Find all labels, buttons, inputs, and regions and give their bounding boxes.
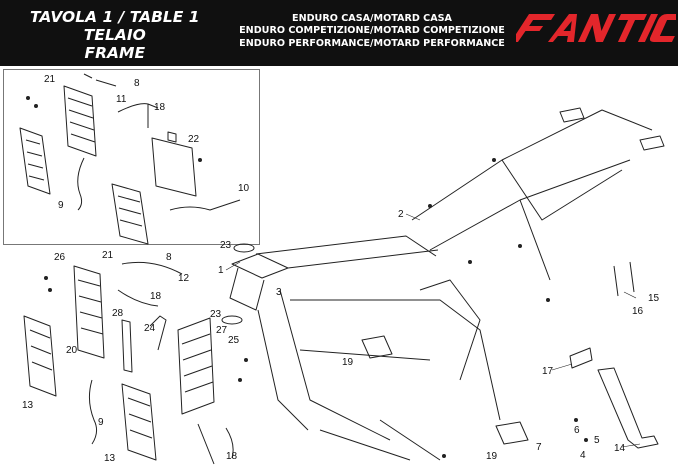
exploded-frame-drawing: 21 8 11 18 22 9 10 2 23 26 21 8 12 1 3 1…	[19, 73, 665, 465]
callout-16: 16	[632, 306, 644, 317]
callout-3: 3	[276, 287, 282, 298]
callout-2: 2	[398, 209, 404, 220]
edition-competizione: ENDURO COMPETIZIONE/MOTARD COMPETIZIONE	[239, 25, 505, 37]
steering-bushing-23	[221, 243, 255, 325]
callout-19-right: 19	[486, 451, 498, 462]
callout-18-inset: 18	[154, 102, 166, 113]
hose-9	[88, 379, 98, 445]
callout-14: 14	[614, 443, 626, 454]
edition-casa: ENDURO CASA/MOTARD CASA	[292, 13, 452, 24]
callout-7: 7	[536, 442, 542, 453]
callout-13-left: 13	[22, 400, 34, 411]
callout-leaders	[225, 213, 641, 448]
callout-22: 22	[188, 134, 200, 145]
footpeg-left-19	[361, 335, 393, 359]
main-frame-1	[229, 235, 501, 461]
inset-radiator-shroud-right	[111, 183, 149, 245]
callout-20: 20	[66, 345, 78, 356]
hoses-8-12-18	[117, 261, 234, 465]
side-stand-14	[597, 367, 659, 449]
callout-12: 12	[178, 273, 190, 284]
table-title: TAVOLA 1 / TABLE 1 TELAIO FRAME	[30, 8, 200, 62]
callout-19-left: 19	[342, 357, 354, 368]
callout-13-bottom: 13	[104, 453, 116, 464]
inset-frame-border	[3, 69, 260, 245]
radiator-right	[177, 317, 215, 415]
callout-18-bottom: 18	[226, 451, 238, 462]
page-header: TAVOLA 1 / TABLE 1 TELAIO FRAME ENDURO C…	[0, 0, 678, 66]
callout-15: 15	[648, 293, 660, 304]
callout-23-bottom: 23	[210, 309, 222, 320]
callout-21: 21	[102, 250, 114, 261]
callout-23-top: 23	[220, 240, 232, 251]
callout-8-inset: 8	[134, 78, 140, 89]
brackets-24-28	[121, 315, 167, 373]
callout-26: 26	[54, 252, 66, 263]
stand-springs-15	[613, 261, 635, 297]
callout-28: 28	[112, 308, 124, 319]
callout-5: 5	[594, 435, 600, 446]
table-number: TAVOLA 1 / TABLE 1	[30, 8, 200, 26]
fastener-dots	[26, 96, 588, 458]
radiator-shroud-left-13	[23, 315, 57, 397]
inset-radiator-shroud-left	[19, 127, 51, 195]
fantic-logo	[516, 11, 676, 45]
callout-17: 17	[542, 366, 554, 377]
inset-expansion-tank-22	[151, 131, 197, 197]
callout-10: 10	[238, 183, 250, 194]
callout-6: 6	[574, 425, 580, 436]
callout-27: 27	[216, 325, 228, 336]
callout-9: 9	[98, 417, 104, 428]
table-name-en: FRAME	[84, 44, 146, 62]
stand-bracket-17	[569, 347, 593, 369]
inset-radiator-left	[63, 73, 117, 157]
callout-1: 1	[218, 265, 224, 276]
callout-4: 4	[580, 450, 586, 461]
fantic-logo-mark	[516, 14, 676, 42]
callout-21-inset: 21	[44, 74, 56, 85]
rear-subframe-2	[411, 107, 665, 281]
edition-performance: ENDURO PERFORMANCE/MOTARD PERFORMANCE	[239, 37, 505, 49]
callout-8: 8	[166, 252, 172, 263]
callout-24: 24	[144, 323, 156, 334]
radiator-left	[73, 265, 105, 359]
inset-overflow-hose-10	[169, 199, 241, 211]
callout-9-inset: 9	[58, 200, 64, 211]
callout-25: 25	[228, 335, 240, 346]
radiator-shroud-right-13	[121, 383, 157, 461]
inset-hose-9	[77, 157, 85, 211]
table-name-it: TELAIO	[83, 26, 146, 44]
model-editions: ENDURO CASA/MOTARD CASA ENDURO COMPETIZI…	[236, 13, 508, 50]
footpeg-right-19	[495, 421, 529, 445]
callout-11: 11	[116, 94, 127, 105]
callout-18-mid: 18	[150, 291, 162, 302]
inset-hose-18	[117, 103, 159, 128]
